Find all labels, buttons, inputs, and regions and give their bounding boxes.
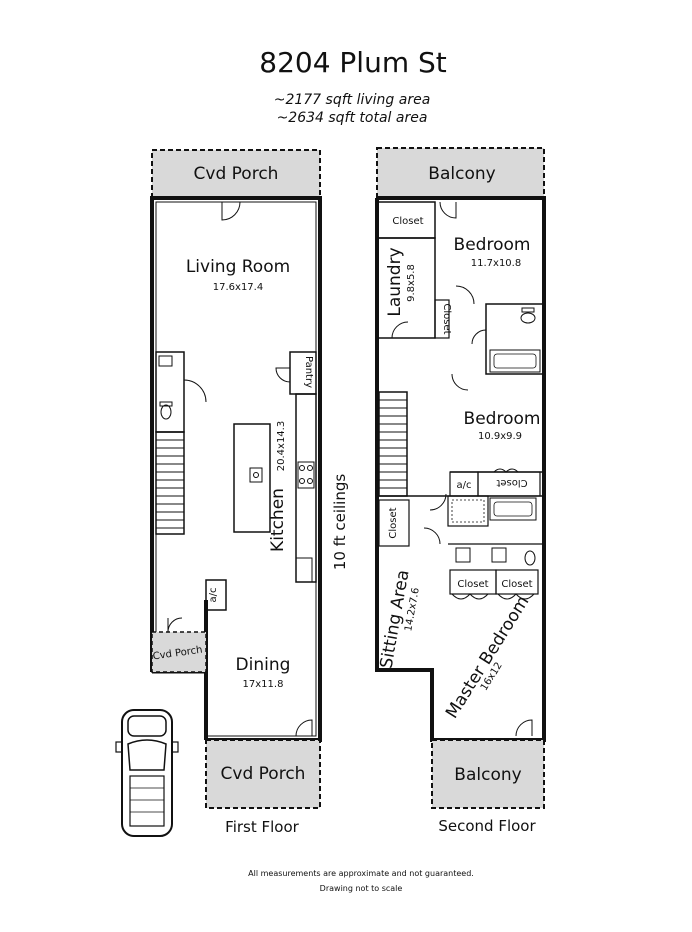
dining-label: Dining (236, 655, 291, 675)
covered-porch-top-label: Cvd Porch (194, 164, 279, 184)
bedroom1-label: Bedroom (454, 235, 531, 255)
dining-dim: 17x11.8 (243, 679, 284, 690)
balcony-bottom (431, 739, 545, 809)
covered-porch-top (151, 149, 321, 199)
closet-left-label: Closet (388, 507, 399, 538)
fridge-icon (295, 557, 313, 583)
living-room-dim: 17.6x17.4 (213, 282, 263, 293)
bathtub-icon (489, 349, 541, 373)
car-icon (115, 709, 179, 837)
covered-porch-side (151, 631, 207, 673)
sink-icon (491, 547, 507, 563)
master-tub-icon (489, 497, 537, 521)
powder-room (155, 351, 185, 433)
island-sink-icon (249, 467, 263, 483)
sink-icon (158, 355, 173, 367)
scale-note: Drawing not to scale (320, 884, 403, 893)
bedroom1-dim: 11.7x10.8 (471, 258, 521, 269)
covered-porch-bottom-label: Cvd Porch (221, 764, 306, 784)
covered-porch-bottom (205, 739, 321, 809)
closet-bed2-label: Closet (496, 477, 527, 488)
laundry-label: Laundry (385, 247, 405, 316)
ceilings-note: 10 ft ceilings (331, 474, 349, 571)
closet-master-1-label: Closet (457, 579, 488, 590)
range-icon (297, 461, 315, 489)
balcony-top-label: Balcony (428, 164, 495, 184)
total-area-text: ~2634 sqft total area (277, 110, 428, 126)
closet-master-2 (495, 569, 539, 595)
bedroom2-label: Bedroom (464, 409, 541, 429)
stairs-second-floor (378, 391, 408, 497)
ac-label-second: a/c (457, 480, 472, 491)
second-floor-label: Second Floor (438, 817, 536, 835)
rear-door (295, 719, 313, 737)
first-floor-label: First Floor (225, 818, 299, 836)
toilet-icon (160, 404, 172, 420)
kitchen-dim: 20.4x14.3 (276, 421, 287, 471)
kitchen-island (233, 423, 271, 533)
plan-title: 8204 Plum St (259, 46, 447, 79)
closet-left (378, 499, 410, 547)
living-area-text: ~2177 sqft living area (274, 92, 431, 108)
laundry (376, 237, 436, 339)
toilet-icon (520, 312, 536, 324)
second-floor: Balcony Closet Laundry 9.8x5.8 Closet Be… (375, 147, 546, 835)
sink-icon (455, 547, 471, 563)
disclaimer-text: All measurements are approximate and not… (248, 869, 474, 878)
closet-top-label: Closet (392, 216, 423, 227)
balcony-bottom-label: Balcony (454, 765, 521, 785)
first-floor: Cvd Porch Cvd Porch Living Room 17.6x17.… (150, 149, 349, 836)
closet-laundry-label: Closet (441, 303, 452, 334)
shower-icon (447, 495, 489, 527)
ac-label: a/c (208, 588, 219, 603)
closet-master-2-label: Closet (501, 579, 532, 590)
kitchen-label: Kitchen (268, 488, 288, 552)
closet-laundry (434, 299, 450, 339)
front-door (221, 201, 241, 221)
stairs-first-floor (155, 431, 185, 535)
toilet-icon (524, 550, 536, 566)
ac-closet (205, 579, 227, 611)
hall-bath (485, 303, 545, 375)
pantry-label: Pantry (303, 356, 314, 388)
bedroom2-dim: 10.9x9.9 (478, 431, 522, 442)
living-room-label: Living Room (186, 257, 290, 277)
laundry-dim: 9.8x5.8 (406, 264, 417, 302)
master-bedroom-label: Master Bedroom (442, 593, 533, 723)
powder-door (183, 379, 207, 403)
